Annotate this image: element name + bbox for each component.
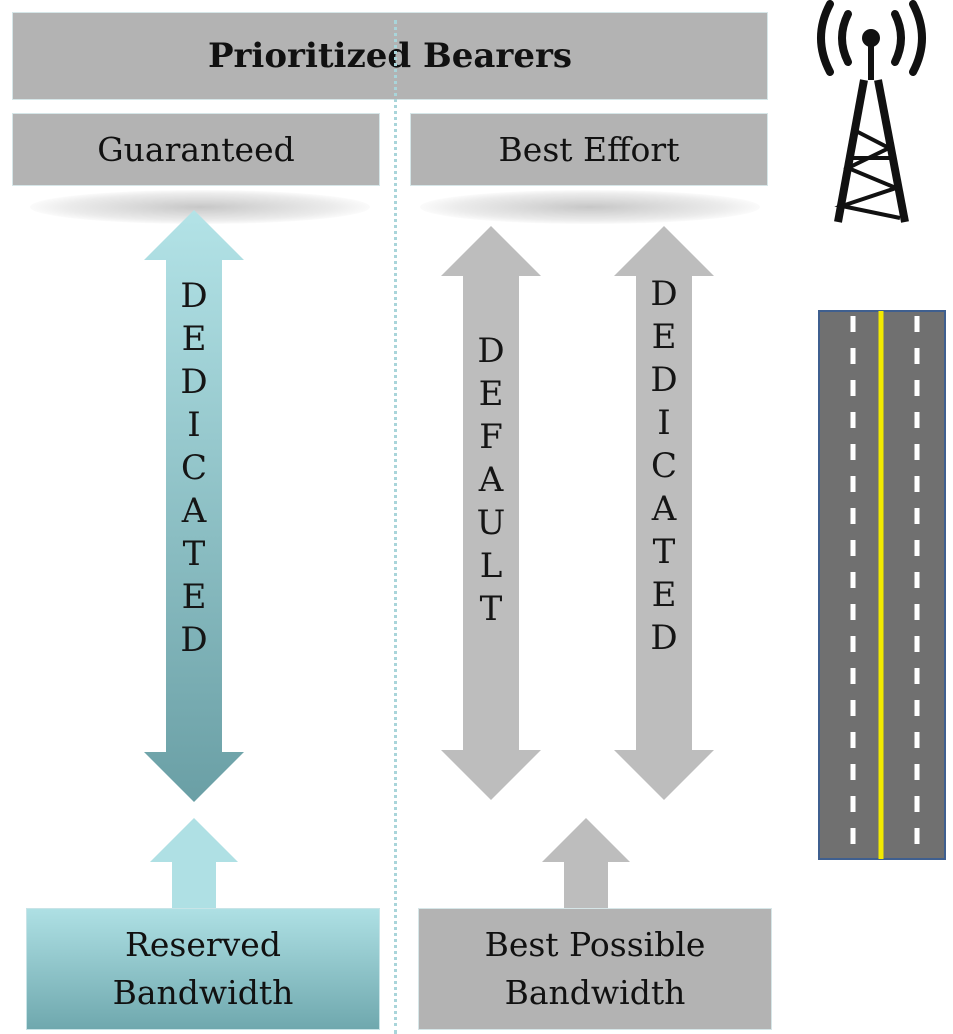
guaranteed-dedicated-arrow (144, 210, 244, 802)
best-effort-default-arrow (441, 226, 541, 800)
prioritized-bearers-header: Prioritized Bearers (12, 12, 768, 100)
radio-tower-icon (817, 0, 926, 223)
best-possible-line2: Bandwidth (504, 973, 686, 1012)
reserved-line1: Reserved (125, 925, 281, 964)
best-effort-label: Best Effort (498, 130, 680, 169)
best-effort-header-shadow (420, 190, 760, 224)
road-icon (818, 310, 946, 860)
reserved-line2: Bandwidth (112, 973, 294, 1012)
guaranteed-label: Guaranteed (97, 130, 295, 169)
best-effort-dedicated-arrow (614, 226, 714, 800)
best-possible-line1: Best Possible (484, 925, 706, 964)
reserved-up-arrow (150, 818, 238, 908)
best-effort-default-letters: D E F A U L T (476, 331, 506, 629)
column-divider (394, 20, 397, 1034)
guaranteed-header: Guaranteed (12, 113, 380, 186)
best-effort-header: Best Effort (410, 113, 768, 186)
header-title: Prioritized Bearers (207, 36, 573, 76)
best-effort-dedicated-letters: D E D I C A T E D (650, 274, 678, 658)
reserved-bandwidth-box: Reserved Bandwidth (26, 908, 380, 1030)
cropped-left-text: te (0, 752, 40, 796)
best-possible-up-arrow (542, 818, 630, 908)
guaranteed-dedicated-letters: D E D I C A T E D (180, 276, 208, 660)
best-possible-bandwidth-box: Best Possible Bandwidth (418, 908, 772, 1030)
